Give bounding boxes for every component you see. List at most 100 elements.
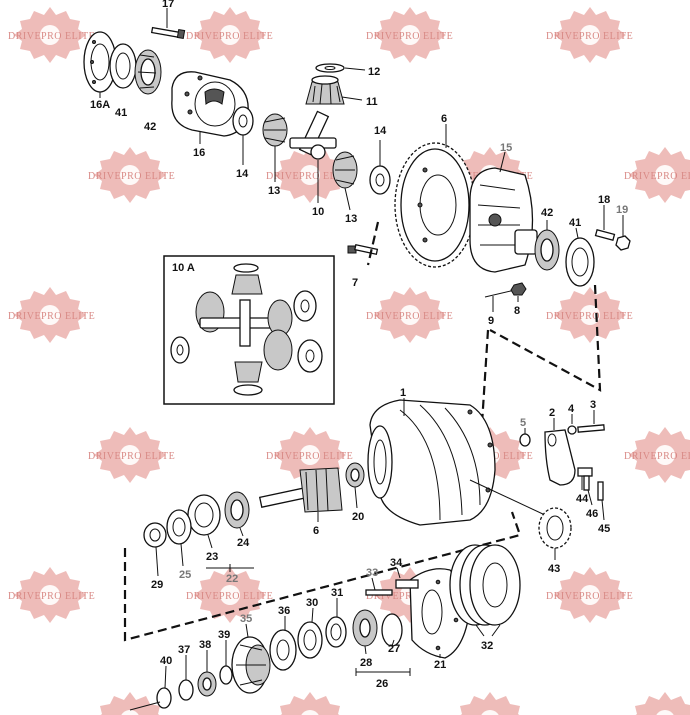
- sleeve-34: [395, 579, 419, 589]
- inset-shaft: [199, 299, 281, 347]
- callout-41: 41: [115, 107, 127, 119]
- callout-21: 21: [434, 659, 446, 671]
- lead-lines-mid: [469, 479, 546, 516]
- inset-washer-top: [233, 263, 259, 273]
- watermark: [454, 692, 526, 715]
- callout-5: 5: [520, 417, 526, 429]
- callout-7: 7: [352, 277, 358, 289]
- callout-23: 23: [206, 551, 218, 563]
- ring-gear-6: [394, 142, 476, 268]
- svg-text:DRIVEPRO ELITE: DRIVEPRO ELITE: [88, 451, 175, 462]
- diff-case-15: [469, 167, 538, 273]
- callout-27: 27: [388, 643, 400, 655]
- seal-27: [381, 613, 403, 647]
- inset-washer-right: [293, 290, 317, 322]
- bearing-28: [352, 609, 378, 647]
- bolt-17: [150, 26, 186, 40]
- watermark: [629, 692, 690, 715]
- ring-36: [269, 629, 297, 671]
- callouts: 17 16A 41 42 16 14 13 10 12 11 14 13 6 1…: [90, 0, 628, 690]
- callout-2: 2: [549, 407, 555, 419]
- hub-35: [231, 636, 271, 694]
- callout-1: 1: [400, 387, 406, 399]
- circlip-40: [129, 687, 172, 711]
- callout-17: 17: [162, 0, 174, 10]
- callout-12: 12: [368, 66, 380, 78]
- side-gear-13-right: [332, 151, 358, 189]
- callout-36: 36: [278, 605, 290, 617]
- bearing-42-top: [134, 49, 162, 95]
- washer-14-right: [369, 165, 391, 195]
- callout-13: 13: [268, 185, 280, 197]
- differential-case-16: [171, 71, 249, 137]
- callout-46: 46: [586, 508, 598, 520]
- callout-14b: 14: [374, 125, 387, 137]
- callout-31: 31: [331, 587, 343, 599]
- bolt-45: [597, 481, 604, 501]
- watermark: DRIVEPRO ELITE: [8, 567, 95, 623]
- watermark: DRIVEPRO ELITE: [266, 147, 353, 203]
- callout-26: 26: [376, 678, 388, 690]
- inset-washer-lower-right: [297, 339, 323, 373]
- washer-39: [219, 665, 233, 685]
- bearing-42-right: [534, 229, 560, 271]
- callout-28: 28: [360, 657, 372, 669]
- callout-38: 38: [199, 639, 211, 651]
- callout-11: 11: [366, 96, 378, 108]
- callout-10: 10: [312, 206, 324, 218]
- svg-text:DRIVEPRO ELITE: DRIVEPRO ELITE: [366, 31, 453, 42]
- watermark: [274, 692, 346, 715]
- callout-19: 19: [616, 204, 628, 216]
- svg-text:DRIVEPRO ELITE: DRIVEPRO ELITE: [88, 171, 175, 182]
- dashed-link: [366, 221, 380, 266]
- svg-text:DRIVEPRO ELITE: DRIVEPRO ELITE: [624, 451, 690, 462]
- callout-14: 14: [236, 168, 249, 180]
- pin-9: [484, 289, 516, 298]
- callout-3: 3: [590, 399, 596, 411]
- bearing-race-41-right: [565, 237, 595, 287]
- watermark-layer: DRIVEPRO ELITE DRIVEPRO ELITE DRIVEPRO E…: [8, 7, 690, 715]
- watermark: DRIVEPRO ELITE: [546, 287, 633, 343]
- bolt-3: [577, 424, 605, 433]
- cross-shaft-10: [289, 110, 337, 160]
- inset-washer-left: [170, 336, 190, 364]
- svg-text:DRIVEPRO ELITE: DRIVEPRO ELITE: [8, 31, 95, 42]
- svg-text:DRIVEPRO ELITE: DRIVEPRO ELITE: [546, 591, 633, 602]
- callout-45: 45: [598, 523, 610, 535]
- pinion-gear-11: [305, 75, 345, 105]
- watermark: DRIVEPRO ELITE: [366, 567, 453, 623]
- watermark: DRIVEPRO ELITE: [546, 7, 633, 63]
- washer-4: [567, 425, 577, 435]
- ring-30: [297, 621, 323, 659]
- watermark: DRIVEPRO ELITE: [624, 427, 690, 483]
- svg-text:DRIVEPRO ELITE: DRIVEPRO ELITE: [546, 31, 633, 42]
- spacer-29: [143, 522, 167, 548]
- watermark: DRIVEPRO ELITE: [88, 427, 175, 483]
- svg-text:DRIVEPRO ELITE: DRIVEPRO ELITE: [8, 311, 95, 322]
- pinion-shaft-6: [258, 467, 343, 513]
- callout-16: 16: [193, 147, 205, 159]
- bolt-46: [583, 475, 590, 491]
- callout-9: 9: [488, 315, 494, 327]
- callout-29: 29: [151, 579, 163, 591]
- callout-4: 4: [568, 403, 575, 415]
- callout-40: 40: [160, 655, 172, 667]
- callout-32: 32: [481, 640, 493, 652]
- callout-25: 25: [179, 569, 191, 581]
- plates-32: [449, 544, 521, 626]
- stud-18: [594, 228, 616, 242]
- watermark: DRIVEPRO ELITE: [8, 7, 95, 63]
- watermark: DRIVEPRO ELITE: [266, 427, 353, 483]
- bushing-5: [519, 433, 531, 447]
- callout-16a: 16A: [90, 99, 110, 111]
- callout-13b: 13: [345, 213, 357, 225]
- watermark: DRIVEPRO ELITE: [624, 147, 690, 203]
- svg-text:DRIVEPRO ELITE: DRIVEPRO ELITE: [266, 451, 353, 462]
- svg-text:DRIVEPRO ELITE: DRIVEPRO ELITE: [366, 311, 453, 322]
- svg-text:DRIVEPRO ELITE: DRIVEPRO ELITE: [186, 31, 273, 42]
- callout-6b: 6: [313, 525, 319, 537]
- callout-42: 42: [144, 121, 156, 133]
- shim-25: [166, 509, 192, 545]
